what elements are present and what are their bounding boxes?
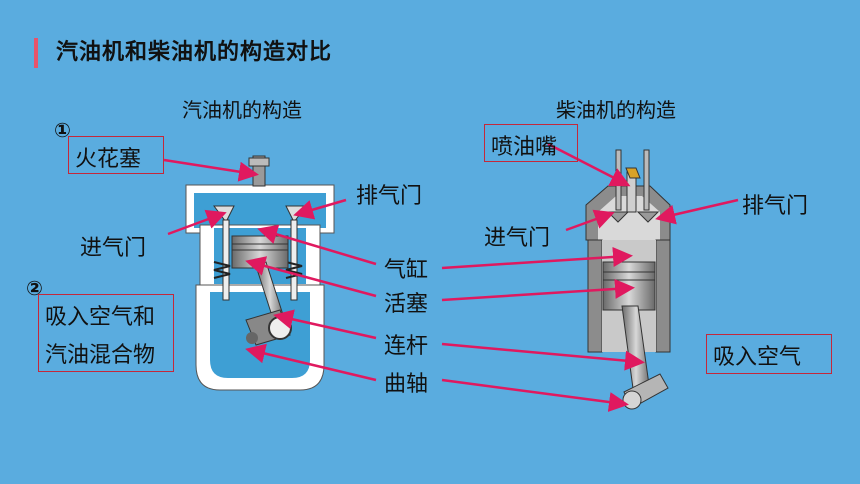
gasoline-exhaust-valve-label: 排气门 xyxy=(356,184,423,209)
connecting-rod-label: 连杆 xyxy=(384,334,429,359)
intake-mixture-line1: 吸入空气和 xyxy=(45,305,156,330)
intake-air-label: 吸入空气 xyxy=(706,334,832,374)
intake-mixture-line2: 汽油混合物 xyxy=(45,343,156,368)
gasoline-intake-valve-label: 进气门 xyxy=(80,236,147,261)
slide-title: 汽油机和柴油机的构造对比 xyxy=(56,40,333,65)
diesel-engine xyxy=(585,149,671,410)
gasoline-engine xyxy=(185,155,335,391)
intake-mixture-box: 吸入空气和 汽油混合物 xyxy=(38,294,174,372)
injector-label: 喷油嘴 xyxy=(484,124,578,162)
piston-label: 活塞 xyxy=(384,292,429,317)
crankshaft-label: 曲轴 xyxy=(384,372,429,397)
title-accent-bar xyxy=(34,38,38,68)
cylinder-label: 气缸 xyxy=(384,258,429,283)
diesel-heading: 柴油机的构造 xyxy=(556,98,676,122)
spark-plug-label: 火花塞 xyxy=(68,136,164,174)
step-marker-1: ① xyxy=(54,118,71,142)
gasoline-heading: 汽油机的构造 xyxy=(182,98,302,122)
diesel-intake-valve-label: 进气门 xyxy=(484,226,551,251)
callout-arrows xyxy=(163,142,739,412)
diesel-exhaust-valve-label: 排气门 xyxy=(742,194,809,219)
